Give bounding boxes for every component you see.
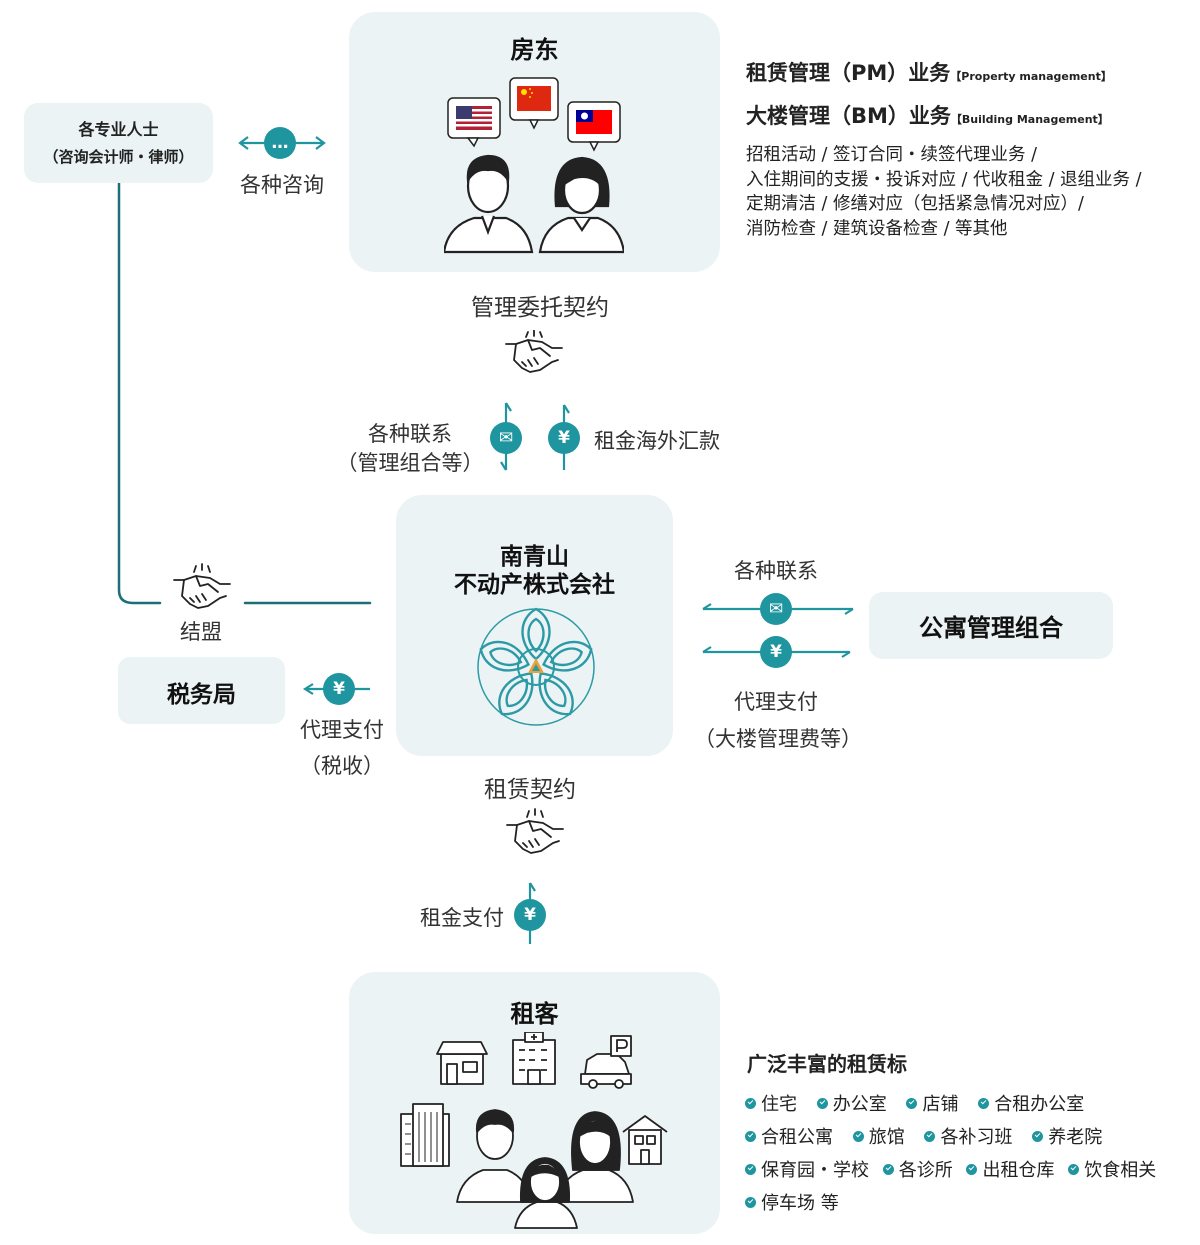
lease-handshake-icon — [506, 808, 564, 854]
tax-payment-sublabel: （税收） — [300, 754, 384, 778]
parking-icon — [580, 1035, 632, 1089]
contact-left-sublabel: （管理组合等） — [336, 451, 484, 475]
property-row: 住宅 办公室 店铺 合租办公室 — [745, 1088, 1156, 1121]
pm-service-title: 租赁管理（PM）业务【Property management】 — [746, 61, 1112, 85]
association-title: 公寓管理组合 — [919, 614, 1063, 642]
check-icon — [1032, 1131, 1044, 1142]
professionals-label: 各专业人士 — [78, 120, 159, 139]
service-line: 定期清洁 / 修缮对应（包括紧急情况对应）/ — [746, 194, 1084, 214]
company-logo-icon — [477, 607, 595, 726]
tax-office-box: 税务局 — [118, 657, 285, 724]
rent-payment-label: 租金支付 — [420, 906, 504, 930]
property-tag: 保育园・学校 — [745, 1154, 869, 1187]
property-types-list: 住宅 办公室 店铺 合租办公室 合租公寓 旅馆 各补习班 养老院 保育园・学校 … — [745, 1088, 1156, 1220]
tenant-woman-icon — [556, 1111, 634, 1203]
contact-left-label: 各种联系 — [368, 422, 452, 446]
company-name-line2: 不动产株式会社 — [454, 572, 615, 598]
landlord-box: 房东 — [349, 12, 720, 272]
company-name-line1: 南青山 — [500, 544, 569, 570]
check-icon — [978, 1098, 990, 1109]
check-icon — [745, 1197, 756, 1208]
bm-service-title: 大楼管理（BM）业务【Building Management】 — [746, 104, 1109, 128]
property-tag: 旅馆 — [852, 1121, 905, 1154]
alliance-label: 结盟 — [180, 620, 222, 644]
service-line: 招租活动 / 签订合同・续签代理业务 / — [746, 145, 1037, 165]
china-flag-icon — [509, 77, 559, 130]
lease-contract-label: 租赁契约 — [484, 777, 576, 803]
property-tag: 养老院 — [1032, 1121, 1102, 1154]
tax-yen-icon: ¥ — [323, 673, 355, 705]
landlord-people-illustration — [444, 77, 624, 254]
property-tag: 停车场 等 — [745, 1187, 839, 1220]
check-icon — [745, 1131, 756, 1142]
check-icon — [852, 1131, 864, 1142]
property-tag: 店铺 — [906, 1088, 958, 1121]
agent-payment-label: 代理支付 — [734, 690, 818, 714]
property-types-title: 广泛丰富的租赁标 — [747, 1052, 907, 1076]
property-row: 保育园・学校 各诊所 出租仓库 饮食相关 — [745, 1154, 1156, 1187]
handshake-icon — [505, 330, 563, 373]
consult-label: 各种咨询 — [240, 173, 324, 197]
landlord-title: 房东 — [510, 36, 559, 64]
check-icon — [966, 1164, 978, 1175]
hospital-icon — [512, 1032, 556, 1085]
tenant-child-icon — [514, 1157, 578, 1229]
rent-yen-icon: ¥ — [514, 899, 546, 931]
association-mail-icon: ✉ — [760, 593, 792, 625]
property-tag: 饮食相关 — [1068, 1154, 1156, 1187]
tenant-box: 租客 — [349, 972, 720, 1234]
management-contract-label: 管理委托契约 — [471, 295, 609, 321]
check-icon — [745, 1098, 756, 1109]
service-details: 招租活动 / 签订合同・续签代理业务 / 入住期间的支援・投诉对应 / 代收租金… — [746, 143, 1142, 241]
remittance-label: 租金海外汇款 — [594, 429, 720, 453]
office-building-icon — [400, 1103, 450, 1167]
check-icon — [1068, 1164, 1080, 1175]
tenant-man-icon — [456, 1109, 532, 1203]
property-row: 停车场 等 — [745, 1187, 1156, 1220]
alliance-handshake-icon — [173, 563, 231, 609]
property-tag: 合租公寓 — [745, 1121, 833, 1154]
check-icon — [816, 1098, 828, 1109]
check-icon — [924, 1131, 936, 1142]
check-icon — [882, 1164, 894, 1175]
service-line: 消防检查 / 建筑设备检查 / 等其他 — [746, 218, 1008, 239]
property-row: 合租公寓 旅馆 各补习班 养老院 — [745, 1121, 1156, 1154]
taiwan-flag-icon — [567, 101, 621, 152]
property-tag: 住宅 — [745, 1088, 797, 1121]
check-icon — [745, 1164, 756, 1175]
tenant-illustration — [400, 1032, 668, 1229]
property-tag: 各诊所 — [882, 1154, 953, 1187]
property-tag: 各补习班 — [924, 1121, 1012, 1154]
association-box: 公寓管理组合 — [869, 592, 1113, 659]
property-tag: 出租仓库 — [966, 1154, 1054, 1187]
property-tag: 合租办公室 — [978, 1088, 1084, 1121]
tax-payment-label: 代理支付 — [300, 718, 384, 742]
property-tag: 办公室 — [816, 1088, 887, 1121]
house-icon — [622, 1115, 668, 1165]
check-icon — [906, 1098, 918, 1109]
chat-icon: … — [264, 127, 296, 159]
mail-icon: ✉ — [490, 422, 522, 454]
woman-icon — [538, 156, 624, 254]
professionals-sublabel: （咨询会计师・律师） — [43, 148, 194, 166]
yen-icon: ¥ — [548, 422, 580, 454]
tenant-title: 租客 — [510, 1000, 559, 1028]
association-yen-icon: ¥ — [760, 636, 792, 668]
professionals-box: 各专业人士 （咨询会计师・律师） — [24, 103, 213, 183]
man-icon — [444, 154, 534, 254]
service-line: 入住期间的支援・投诉对应 / 代收租金 / 退组业务 / — [746, 169, 1142, 190]
store-icon — [436, 1041, 488, 1085]
tax-office-title: 税务局 — [167, 682, 236, 708]
agent-payment-sublabel: （大楼管理费等） — [694, 727, 862, 751]
contact-right-label: 各种联系 — [734, 559, 818, 583]
company-box: 南青山 不动产株式会社 — [396, 495, 673, 756]
usa-flag-icon — [447, 97, 501, 148]
